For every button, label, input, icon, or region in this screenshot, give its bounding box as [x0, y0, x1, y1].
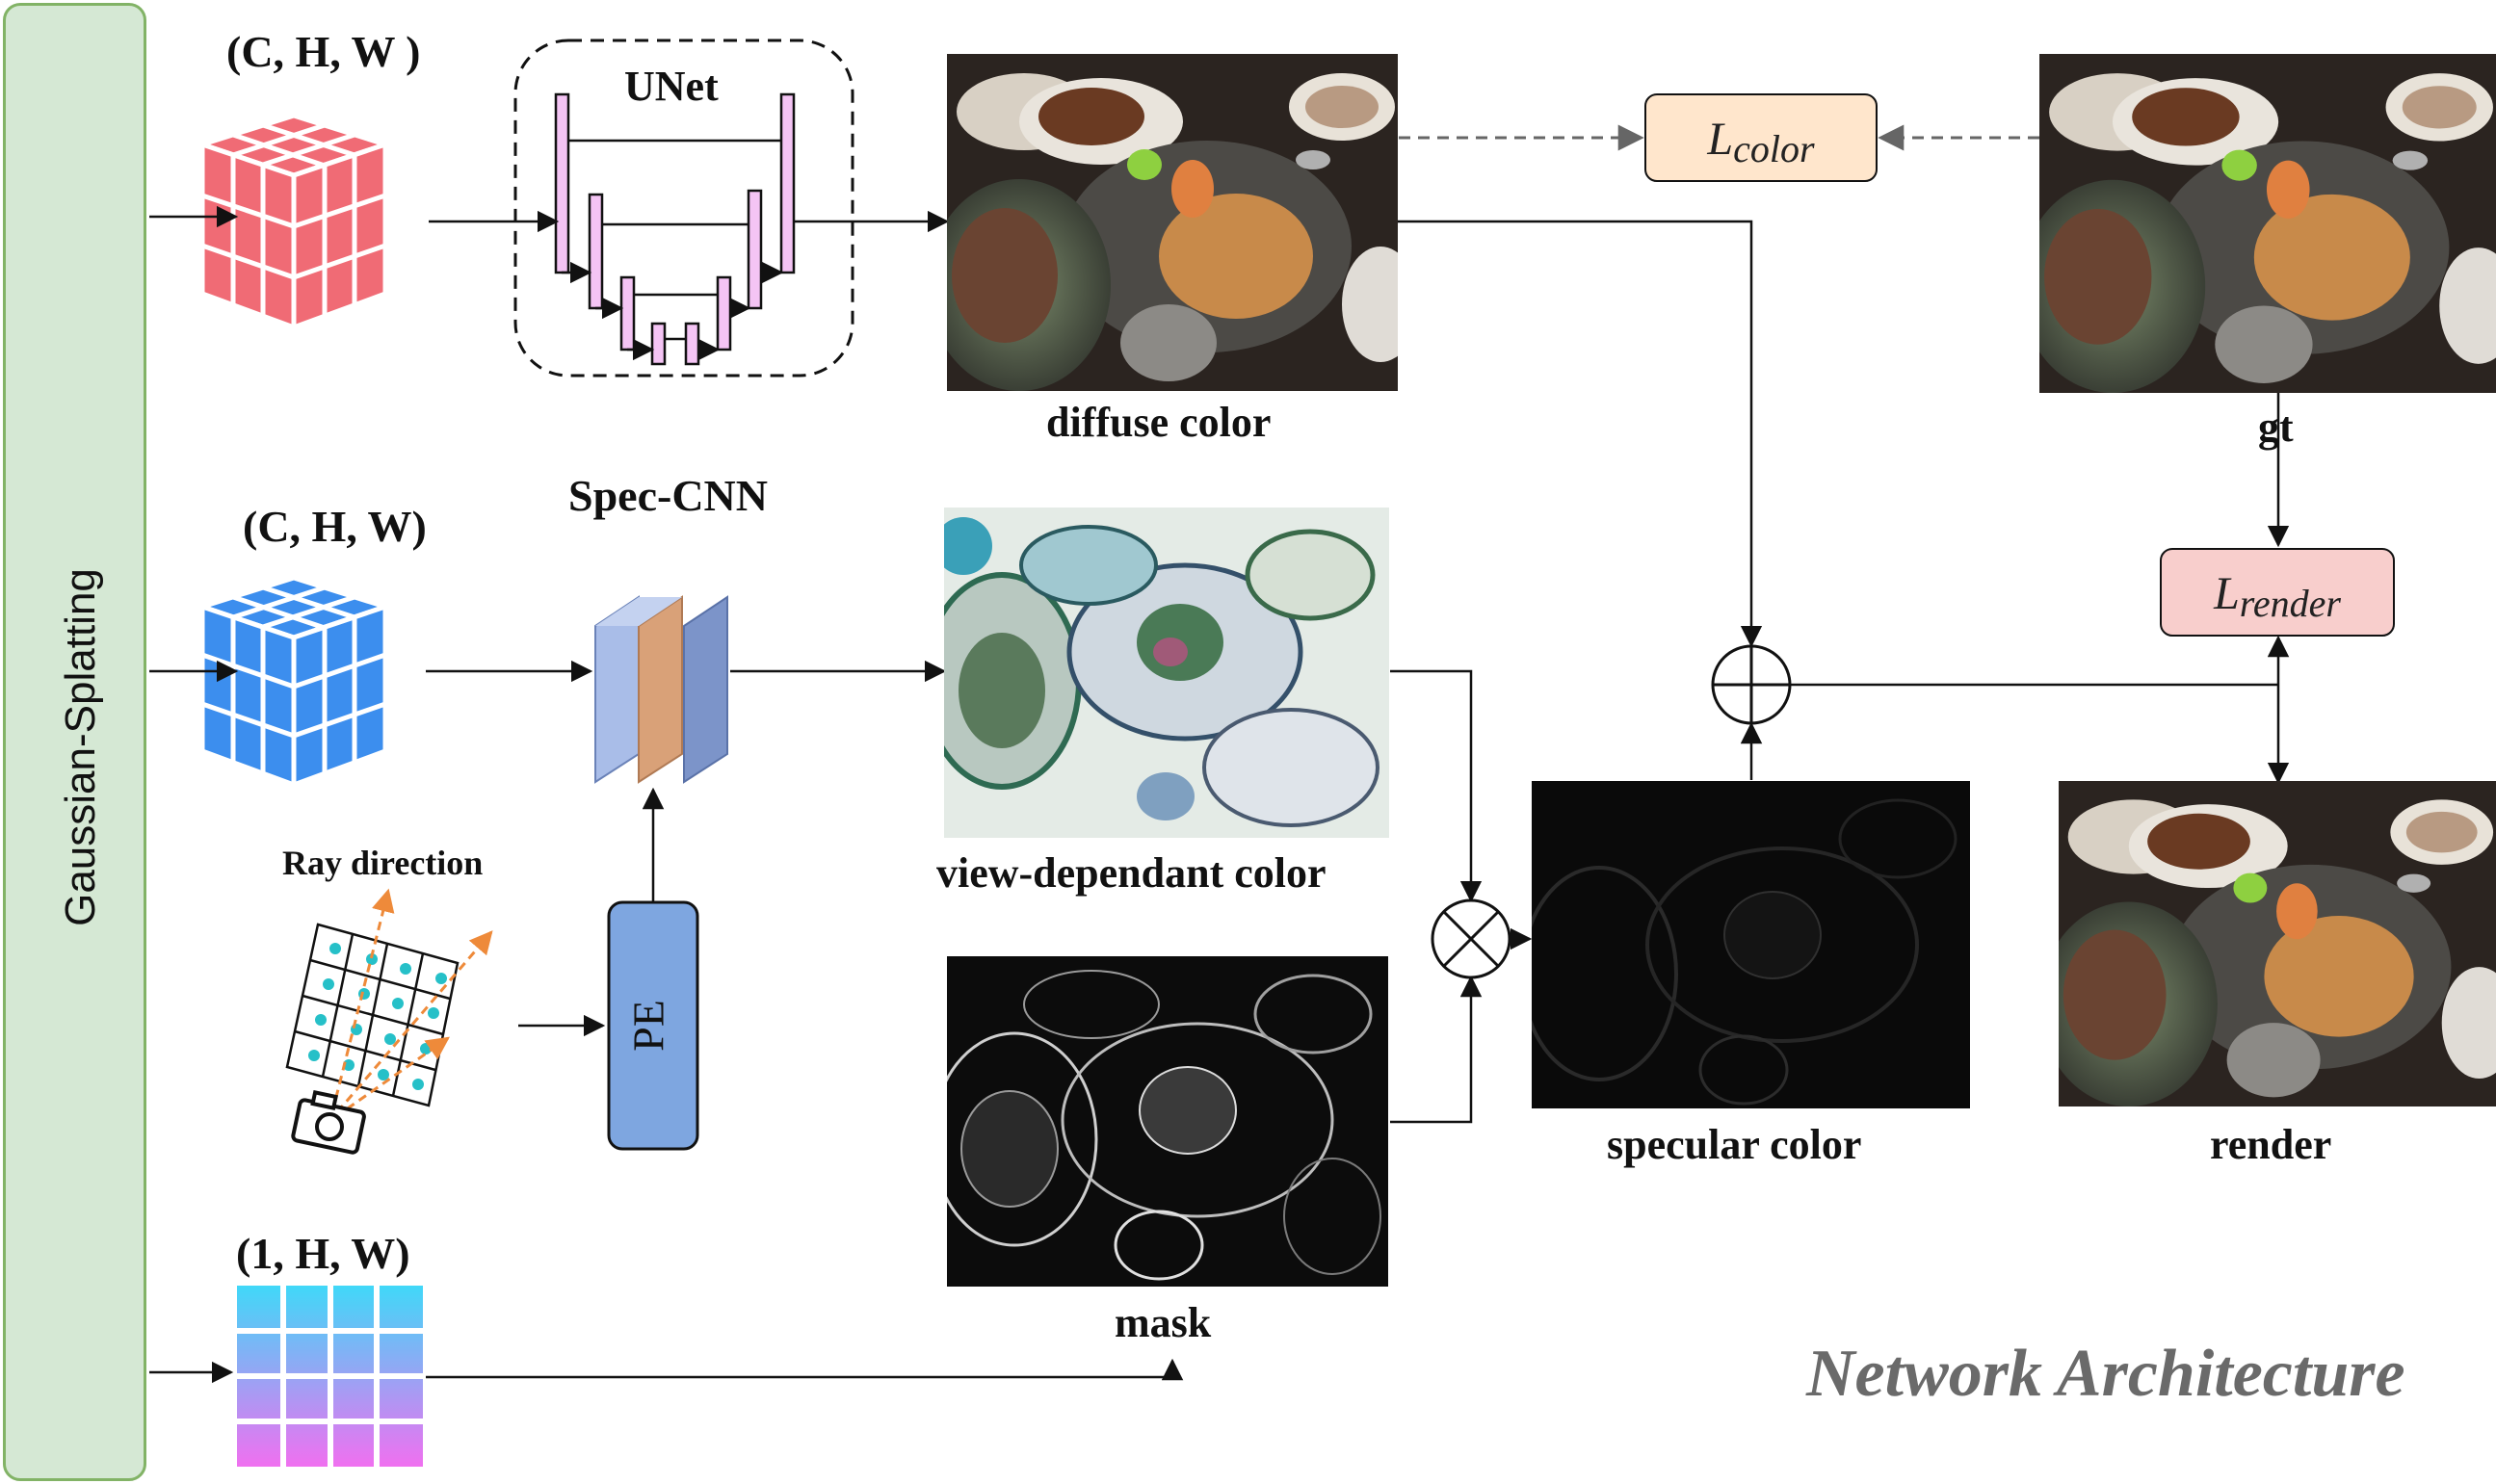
- diffuse-color-image: [947, 54, 1398, 391]
- diffuse-color-label: diffuse color: [1046, 399, 1272, 446]
- unet-connections: [562, 139, 784, 361]
- color-feature-dims: (C, H, W ): [226, 27, 421, 76]
- view-dependent-color-image: [944, 508, 1389, 838]
- color-feature-cube: [194, 113, 394, 331]
- add-operator: [1711, 644, 1792, 725]
- color-loss-box: [1644, 93, 1878, 182]
- unet-bars: [554, 92, 796, 366]
- spec-feature-cube: [194, 575, 394, 789]
- unet-label: UNet: [624, 63, 719, 110]
- render-loss-text: Lrender: [2213, 568, 2341, 625]
- mask-feature-dims: (1, H, W): [236, 1229, 410, 1278]
- gt-label: gt: [2258, 404, 2294, 451]
- spec-cnn-block: [594, 595, 728, 784]
- ray-direction-illustration: [285, 888, 493, 1155]
- specular-color-label: specular color: [1607, 1121, 1862, 1168]
- render-loss-box: [2160, 548, 2395, 637]
- multiply-operator: [1431, 898, 1511, 979]
- gt-image: [2039, 54, 2496, 393]
- gaussian-splatting-bar: Gaussian-Splatting: [3, 3, 146, 1481]
- ray-direction-label: Ray direction: [282, 844, 484, 882]
- render-image: [2059, 781, 2496, 1106]
- view-dependent-color-label: view-dependant color: [936, 849, 1327, 897]
- color-loss-text: Lcolor: [1706, 114, 1815, 170]
- pe-label: PE: [624, 1000, 673, 1052]
- diagram-title: Network Architecture: [1806, 1337, 2405, 1411]
- spec-feature-dims: (C, H, W): [243, 502, 427, 551]
- spec-cnn-label: Spec-CNN: [568, 471, 768, 520]
- gaussian-splatting-label: Gaussian-Splatting: [57, 568, 104, 926]
- flow-arrows: [149, 205, 2290, 1384]
- render-label: render: [2210, 1121, 2332, 1168]
- mask-label: mask: [1115, 1299, 1212, 1346]
- specular-color-image: [1532, 781, 1970, 1108]
- unet-container: [513, 39, 854, 378]
- mask-feature-grid: [237, 1286, 423, 1467]
- mask-image: [947, 956, 1388, 1287]
